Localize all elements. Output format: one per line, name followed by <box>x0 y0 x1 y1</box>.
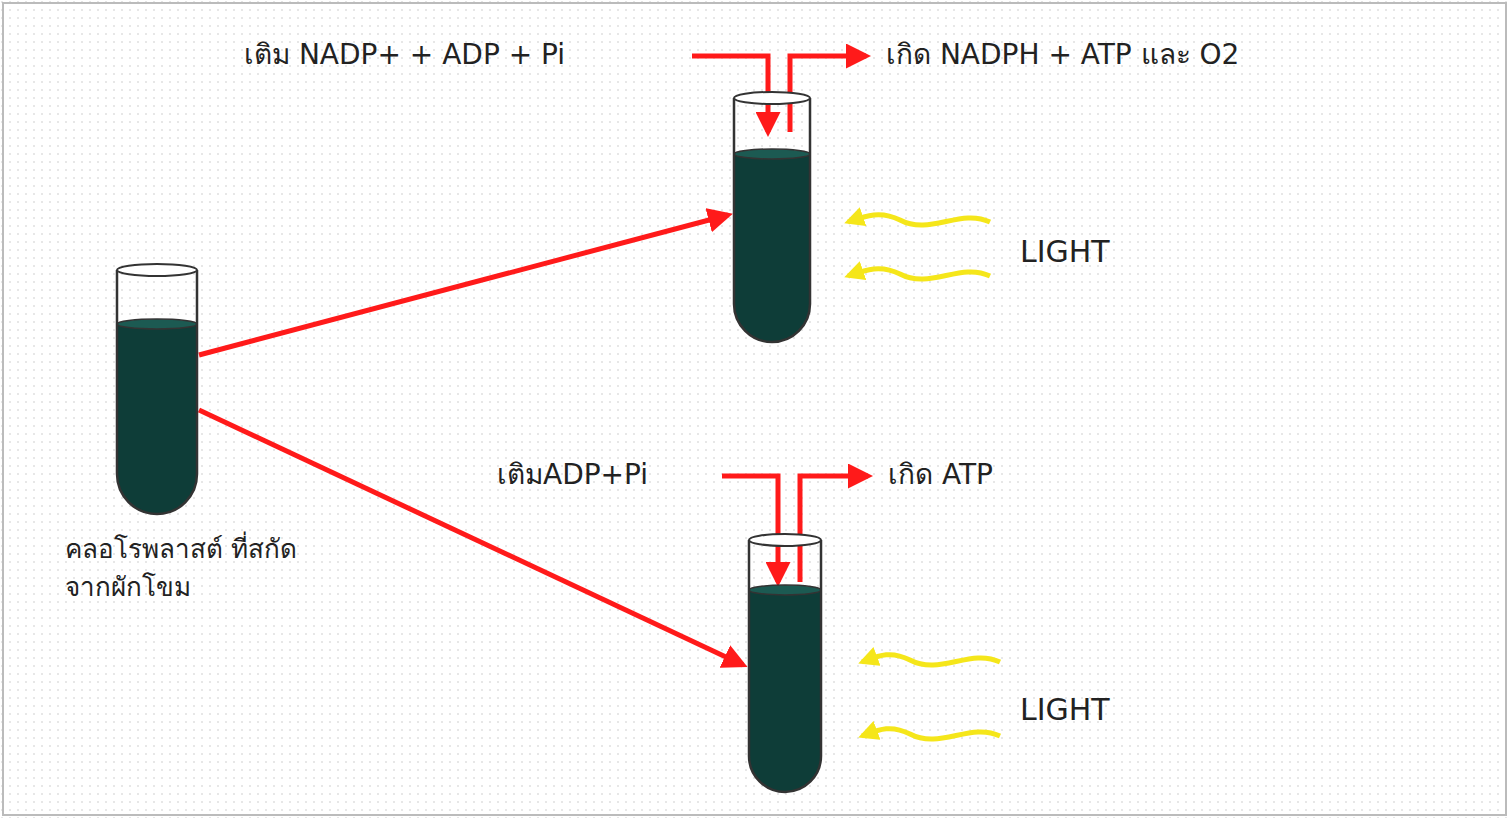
transfer-arrow <box>199 215 728 355</box>
chloroplast-suspension <box>117 324 197 514</box>
test-tube: LIGHT <box>732 90 812 342</box>
test-tube: คลอโรพลาสต์ ที่สกัดจากผักโขม <box>115 262 199 514</box>
input-label: เติมADP+Pi <box>497 458 648 492</box>
input-label: เติม NADP+ + ADP + Pi <box>244 38 565 72</box>
test-tube <box>115 262 199 514</box>
light-ray <box>862 655 1000 665</box>
test-tube <box>732 90 812 342</box>
chloroplast-suspension <box>749 590 821 792</box>
light-ray <box>848 215 990 225</box>
light-ray <box>862 729 1000 739</box>
light-label: LIGHT <box>1020 230 1110 274</box>
light-ray <box>848 269 990 279</box>
test-tube: LIGHT <box>747 532 823 792</box>
light-label: LIGHT <box>1020 688 1110 732</box>
output-arrow <box>800 476 868 582</box>
output-label: เกิด ATP <box>888 458 993 492</box>
tube-label: คลอโรพลาสต์ ที่สกัดจากผักโขม <box>65 530 305 606</box>
output-label: เกิด NADPH + ATP และ O2 <box>886 38 1239 72</box>
chloroplast-suspension <box>734 154 810 342</box>
test-tube <box>747 532 823 792</box>
